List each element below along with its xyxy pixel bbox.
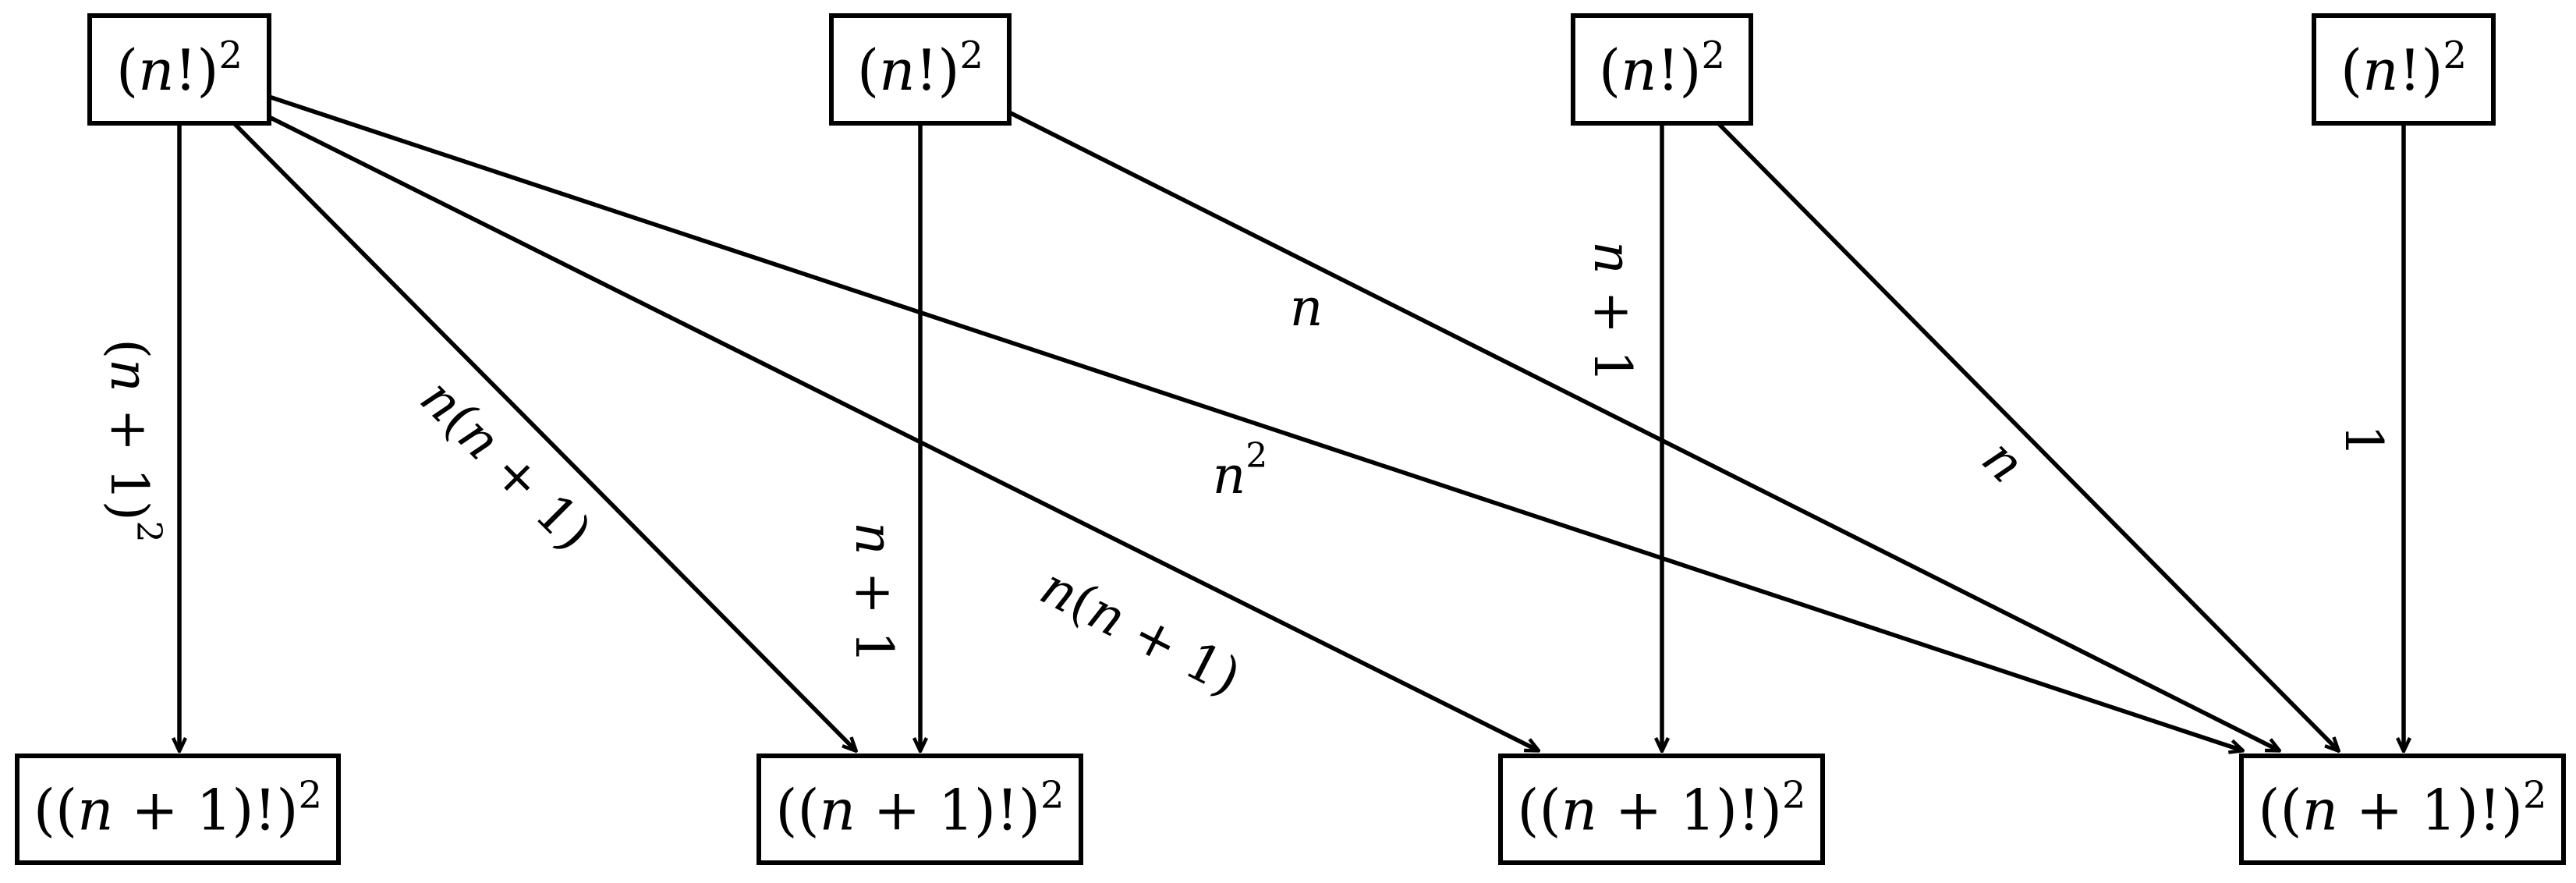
top-node-2-box <box>829 13 1012 126</box>
edge-label-5: n + 1 <box>844 522 904 664</box>
bottom-node-3-label: ((n + 1)!)2 <box>1517 774 1805 843</box>
edge-label-3: n2 <box>1213 436 1268 506</box>
edges <box>179 94 2404 750</box>
edge-label-7: n <box>1290 278 1323 338</box>
top-node-3-label: (n!)2 <box>1599 34 1725 103</box>
edge-label-10: 1 <box>2333 424 2394 457</box>
top-node-3-box <box>1571 13 1753 126</box>
bottom-node-1-box <box>15 754 341 865</box>
top-node-4: (n!)2 <box>2312 13 2496 126</box>
top-node-1-box <box>87 13 271 126</box>
bottom-node-1: ((n + 1)!)2 <box>15 754 341 865</box>
edge-top3-bottom4 <box>1717 122 2338 750</box>
edge-label-6: n(n + 1) <box>1031 556 1250 707</box>
top-node-3: (n!)2 <box>1571 13 1753 126</box>
top-node-2-label: (n!)2 <box>857 34 983 103</box>
bottom-node-4-box <box>2239 754 2566 865</box>
bottom-node-3-box <box>1498 754 1825 865</box>
bottom-node-2-box <box>757 754 1083 865</box>
top-node-4-box <box>2312 13 2496 126</box>
bottom-node-1-label: ((n + 1)!)2 <box>34 774 322 843</box>
edge-top1-bottom4 <box>268 94 2242 750</box>
top-node-4-label: (n!)2 <box>2340 34 2467 103</box>
bottom-node-2: ((n + 1)!)2 <box>757 754 1083 865</box>
nodes: (n!)2 (n!)2 (n!)2 (n!)2 ((n + 1)!)2 ((n + 1)!… <box>15 13 2566 865</box>
edge-top1-bottom3 <box>268 115 1538 750</box>
bottom-node-3: ((n + 1)!)2 <box>1498 754 1825 865</box>
bottom-node-4: ((n + 1)!)2 <box>2239 754 2566 865</box>
bottom-node-2-label: ((n + 1)!)2 <box>775 774 1064 843</box>
edge-label-8: n + 1 <box>1582 241 1642 383</box>
edge-top2-bottom4 <box>1008 110 2279 750</box>
top-node-2: (n!)2 <box>829 13 1012 126</box>
top-node-1-label: (n!)2 <box>116 34 243 103</box>
edge-label-1: (n + 1)2 <box>99 339 169 542</box>
bottom-node-4-label: ((n + 1)!)2 <box>2258 774 2546 843</box>
top-node-1: (n!)2 <box>87 13 271 126</box>
edge-top1-bottom2 <box>232 122 856 750</box>
